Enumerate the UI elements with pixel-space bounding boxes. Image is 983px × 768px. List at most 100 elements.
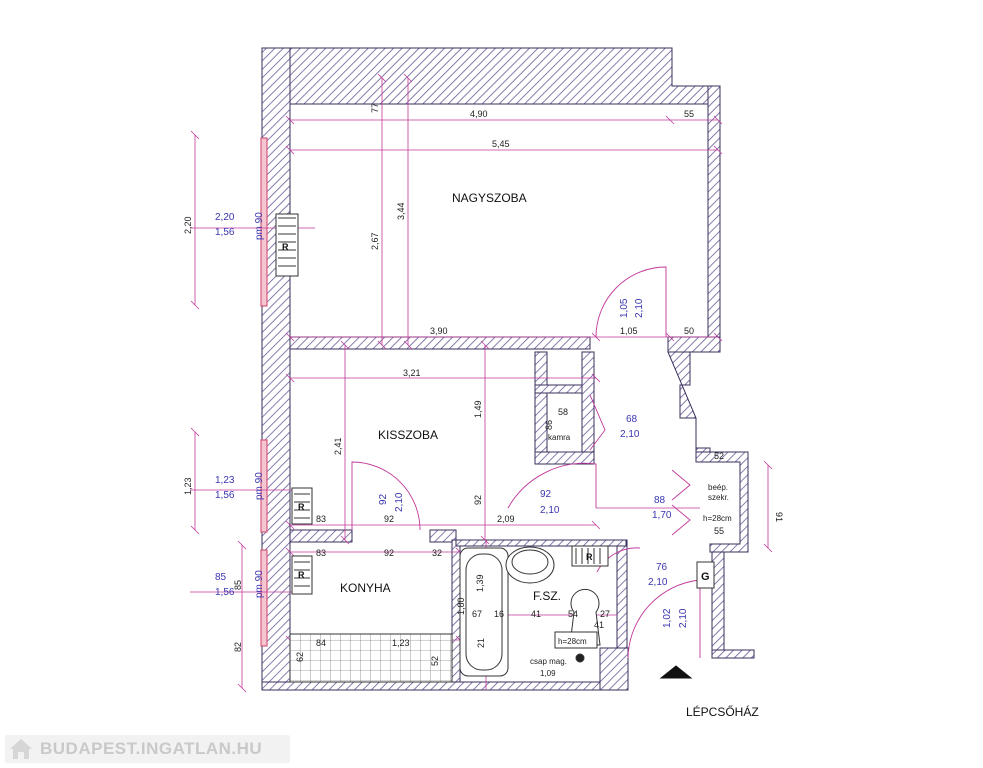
door-label-entry-h: 2,10 [678,608,689,628]
dim-390: 3,90 [430,326,448,336]
wall-top [261,47,719,105]
dim-139: 1,39 [475,574,485,592]
door-labels: 68 2,10 92 2,10 88 1,70 76 2,10 1,05 2,1… [378,298,689,628]
radiator-r-4: R [586,552,593,562]
dim-267: 2,67 [370,232,380,250]
dim-h28: h=28cm [703,514,732,523]
dim-321: 3,21 [403,368,421,378]
door-entry [627,579,701,659]
door-kisszoba [351,461,421,531]
windows [260,137,268,647]
dim-91: 91 [774,512,784,522]
dim-55a: 55 [684,109,694,119]
dim-92c: 92 [384,548,394,558]
door-label-kamra-h: 2,10 [620,429,640,440]
dim-92a: 92 [384,514,394,524]
wall-bottom [261,681,629,691]
door-label-kis-h: 2,10 [394,492,405,512]
door-label-kis: 92 [378,493,389,505]
door-label-bath: 76 [656,562,668,573]
wall-kisszoba-konyha-a [289,529,353,543]
window-konyha [260,549,268,647]
wall-nagyszoba-bottom [289,336,591,350]
dim-209: 2,09 [497,514,515,524]
wall-entry-stub [711,649,755,659]
kitchen-counter [289,633,453,683]
dim-123b: 1,23 [392,638,410,648]
door-label-closet: 88 [654,495,666,506]
dim-58: 58 [558,407,568,417]
dim-77: 77 [370,103,380,113]
radiator-r-2: R [298,502,305,512]
doors [351,266,701,659]
wall-closet [695,451,749,553]
dim-105: 1,05 [620,326,638,336]
room-lepcsohaz: LÉPCSŐHÁZ [686,704,759,719]
door-label-nagy-h: 2,10 [634,298,645,318]
window-labels: 2,20 1,56 pm 90 1,23 1,56 pm 90 85 1,56 … [215,212,265,598]
dim-220: 2,20 [183,216,193,234]
door-label-closet-h: 1,70 [652,510,672,521]
door-nagyszoba [595,266,667,338]
wall-kisszoba-konyha-b [429,529,457,543]
dim-545: 5,45 [492,139,510,149]
dimension-lines [190,73,773,693]
dim-52: 52 [714,451,724,461]
room-beep: beép. [708,483,728,492]
window-label-2-pm: pm 90 [254,472,265,500]
dim-54: 54 [568,609,578,619]
fixtures [275,213,715,683]
room-konyha: KONYHA [340,581,391,595]
window-kisszoba [260,439,268,533]
radiator-konyha [291,555,313,595]
wall-corridor-step [667,351,711,453]
radiator-nagyszoba [275,213,299,277]
toilet [569,588,601,646]
dim-123: 1,23 [183,477,193,495]
watermark-text: BUDAPEST.INGATLAN.HU [40,739,263,758]
dim-67: 67 [472,609,482,619]
cistern [554,631,598,649]
wall-kamra-top [534,384,583,394]
room-kamra: kamra [548,433,571,442]
dim-h28b: h=28cm [558,637,587,646]
gas-meter-g: G [701,571,710,583]
dim-109: 1,09 [540,669,556,678]
room-kisszoba: KISSZOBA [378,428,438,442]
window-label-2-top: 1,23 [215,475,235,486]
washbasin-bowl [511,549,549,575]
dim-85: 85 [233,580,243,590]
window-label-1-top: 2,20 [215,212,235,223]
door-kamra [589,394,606,451]
dim-csap: csap mag. [530,657,567,666]
wall-nagyszoba-bottom-right [667,336,721,353]
dim-83b: 83 [316,548,326,558]
dim-41a: 41 [531,609,541,619]
door-label-nagy: 1,05 [619,298,630,318]
window-label-3-bot: 1,56 [215,587,235,598]
dim-21: 21 [476,638,486,648]
dim-62: 62 [295,652,305,662]
bathtub-inner [465,553,503,671]
dim-55b: 55 [714,526,724,536]
room-nagyszoba: NAGYSZOBA [452,191,527,205]
wall-right-upper [707,85,721,353]
bathtub [459,547,509,677]
radiator-bath [571,545,609,567]
dim-83a: 83 [316,514,326,524]
dim-490: 4,90 [470,109,488,119]
dimension-texts: 4,90 55 5,45 77 3,44 2,67 2,20 3,90 1,05… [183,103,784,678]
dim-84: 84 [316,638,326,648]
window-nagyszoba [260,137,268,307]
watermark: BUDAPEST.INGATLAN.HU [5,735,290,763]
dim-52b: 52 [430,656,440,666]
entrance-arrow-icon [659,665,693,679]
dim-32: 32 [432,548,442,558]
door-bath [596,547,641,573]
window-label-1-pm: pm 90 [254,212,265,240]
wall-kamra-left [534,351,548,465]
door-label-bath-h: 2,10 [648,577,668,588]
radiator-r-1: R [282,242,289,252]
window-label-2-bot: 1,56 [215,490,235,501]
